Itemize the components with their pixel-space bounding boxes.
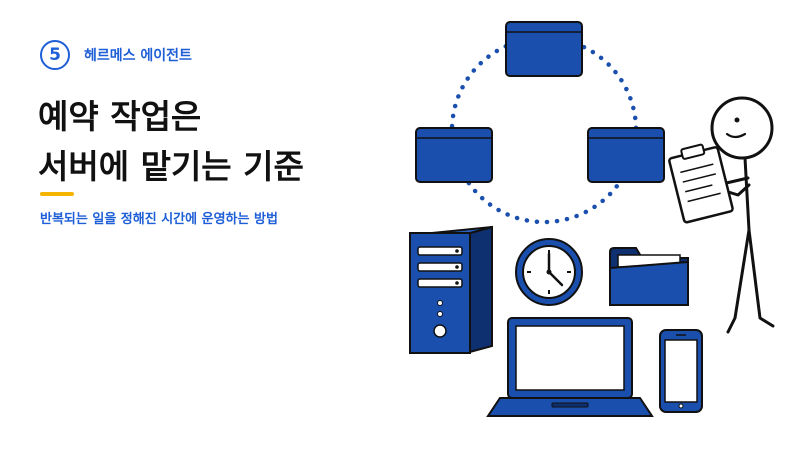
laptop-icon <box>486 317 654 417</box>
title-accent-word: 서버 <box>38 147 99 196</box>
server-tower-icon <box>409 225 493 354</box>
title-line-1: 예약 작업은 <box>38 97 202 136</box>
episode-header: 5 헤르메스 에이전트 <box>40 40 192 70</box>
page-title: 예약 작업은 서버에 맡기는 기준 <box>38 100 304 200</box>
window-icon <box>505 21 583 77</box>
window-icon <box>415 127 493 183</box>
title-line-2: 서버에 맡기는 기준 <box>38 150 304 200</box>
folder-icon <box>609 247 689 306</box>
clock-icon <box>515 238 583 306</box>
stick-figure-with-clipboard <box>668 96 775 334</box>
window-icon <box>587 127 665 183</box>
episode-number-badge: 5 <box>40 40 70 70</box>
subtitle: 반복되는 일을 정해진 시간에 운영하는 방법 <box>40 212 278 227</box>
smartphone-icon <box>659 329 703 413</box>
title-line-2-rest: 에 맡기는 기준 <box>98 147 304 186</box>
episode-label: 헤르메스 에이전트 <box>84 48 192 64</box>
